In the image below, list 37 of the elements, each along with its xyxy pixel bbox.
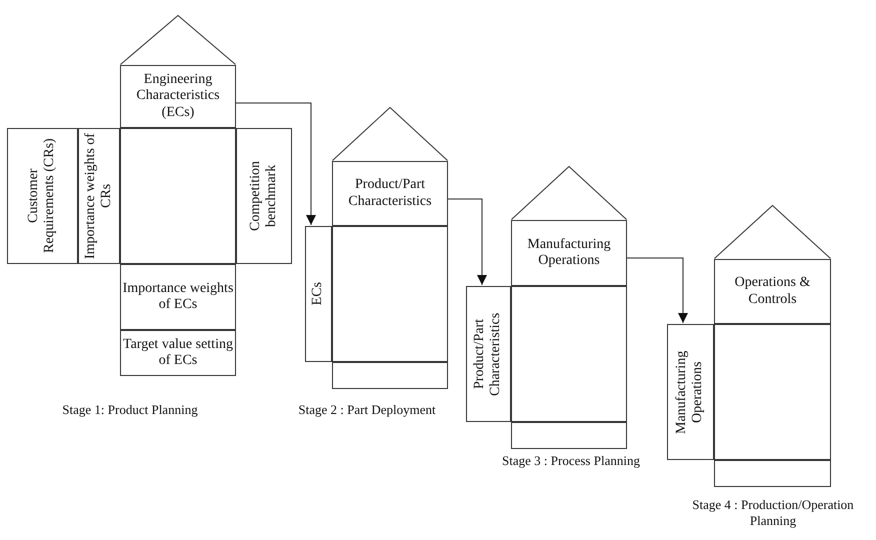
empty-box bbox=[332, 362, 448, 389]
box-label: Importance weights of CRs bbox=[82, 132, 115, 261]
label-box bbox=[120, 65, 236, 128]
label-box bbox=[120, 264, 236, 330]
empty-box bbox=[120, 128, 236, 264]
box-label: Manufacturing Operations bbox=[674, 349, 706, 436]
box-label: Operations & Controls bbox=[734, 275, 812, 308]
arrow bbox=[448, 198, 487, 286]
box-label: Competition benchmark bbox=[248, 160, 280, 233]
empty-box bbox=[714, 460, 831, 487]
empty-box bbox=[511, 286, 627, 422]
label-box bbox=[305, 226, 332, 362]
empty-box bbox=[714, 324, 831, 460]
box-label: Engineering Characteristics (ECs) bbox=[135, 72, 221, 121]
arrow bbox=[236, 102, 316, 226]
empty-box bbox=[511, 422, 627, 449]
stage-caption: Stage 1: Product Planning bbox=[61, 402, 199, 418]
empty-box bbox=[332, 226, 448, 362]
label-box bbox=[714, 259, 831, 324]
label-box bbox=[466, 286, 511, 422]
box-label: Manufacturing Operations bbox=[526, 236, 612, 270]
arrow bbox=[626, 258, 688, 324]
box-label: Target value setting of ECs bbox=[122, 336, 234, 370]
stage-caption: Stage 3 : Process Planning bbox=[501, 453, 641, 469]
box-label: Customer Requirements (CRs) bbox=[26, 138, 58, 256]
box-label: Product/Part Characteristics bbox=[347, 177, 433, 210]
label-box bbox=[236, 128, 292, 264]
box-label: ECs bbox=[310, 282, 326, 306]
label-box bbox=[120, 330, 236, 376]
stage-caption: Stage 2 : Part Deployment bbox=[297, 402, 437, 418]
label-box bbox=[7, 128, 78, 264]
label-box bbox=[511, 220, 627, 286]
label-box bbox=[667, 324, 714, 460]
stage-caption: Stage 4 : Production/Operation Planning bbox=[691, 497, 855, 529]
label-box bbox=[332, 161, 448, 226]
box-label: Importance weights of ECs bbox=[122, 280, 234, 314]
box-label: Product/Part Characteristics bbox=[472, 311, 504, 398]
